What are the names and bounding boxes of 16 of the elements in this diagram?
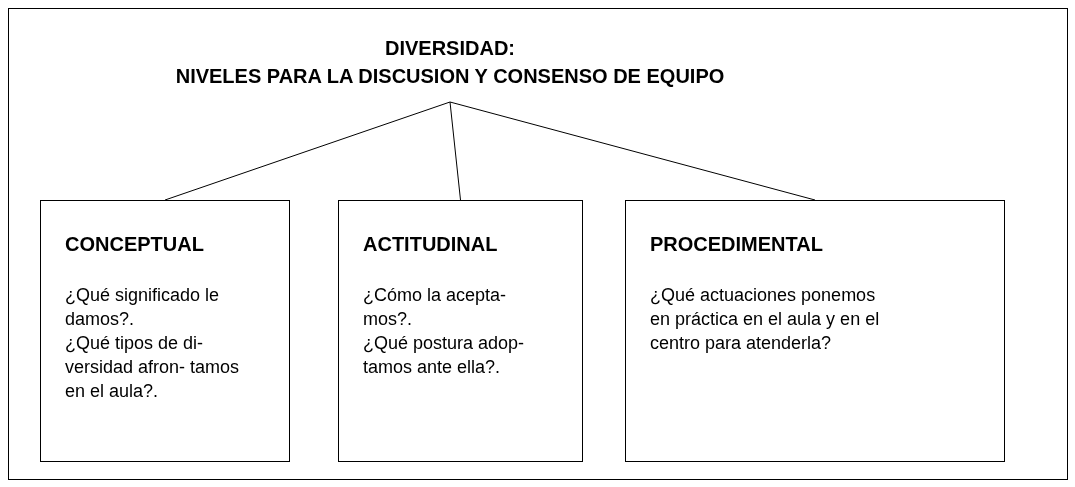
title-text: NIVELES PARA LA DISCUSION Y CONSENSO DE EQUIPO	[175, 64, 725, 89]
question-text: ¿Qué significado le damos?.	[65, 284, 221, 331]
title-text: DIVERSIDAD:	[385, 36, 515, 61]
category-box	[625, 200, 1005, 462]
question-text: ¿Cómo la acepta- mos?.	[363, 284, 508, 331]
connector-line	[164, 101, 451, 201]
question-text: ¿Qué actuaciones ponemos en práctica en el aula y en el centro para atenderla?	[650, 284, 881, 355]
category-box	[40, 200, 290, 462]
box-heading: PROCEDIMENTAL	[650, 232, 824, 257]
box-heading: ACTITUDINAL	[363, 232, 499, 257]
connector-line	[449, 101, 816, 201]
connector-line	[449, 101, 461, 201]
question-text: ¿Qué postura adop- tamos ante ella?.	[363, 332, 526, 379]
question-text: ¿Qué tipos de di- versidad afron- tamos en el aula?.	[65, 332, 241, 403]
box-heading: CONCEPTUAL	[65, 232, 205, 257]
category-box	[338, 200, 583, 462]
